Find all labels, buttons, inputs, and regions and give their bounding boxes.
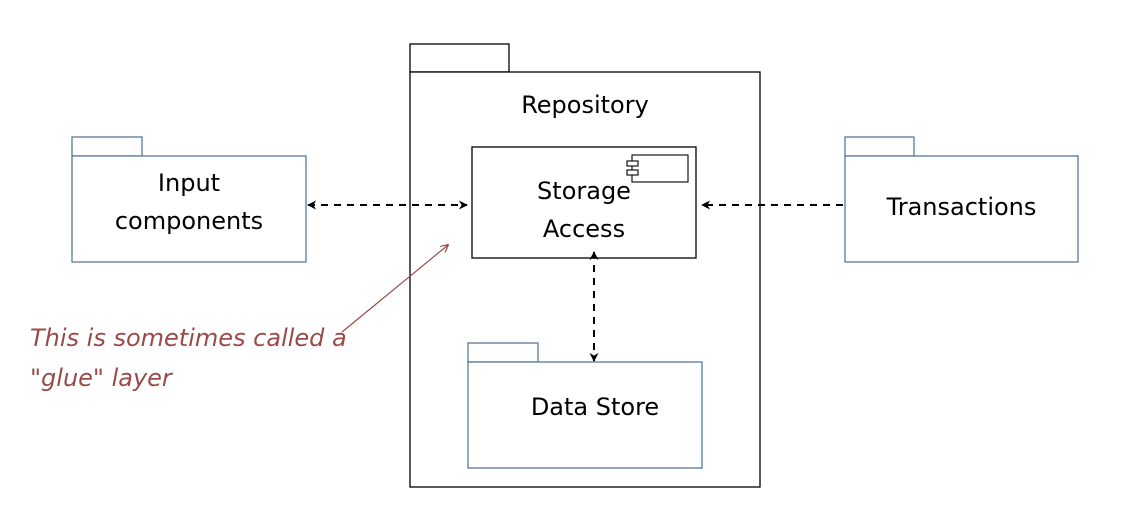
component-icon [626,154,689,183]
storage-access-label-line1: Storage [537,177,631,205]
transactions-package [844,136,1079,263]
data-store-label: Data Store [530,393,660,421]
repository-label: Repository [521,91,649,119]
input-components-label-line2: components [114,207,264,235]
storage-access-label-line2: Access [542,215,626,243]
annotation-pointer-arrow [341,245,448,333]
transactions-label: Transactions [886,193,1037,221]
data-store-package [467,342,703,469]
input-components-label-line1: Input [157,169,221,197]
input-components-package [71,136,307,263]
annotation-text-line1: This is sometimes called a [30,324,347,352]
annotation-text-line2: "glue" layer [30,364,172,392]
